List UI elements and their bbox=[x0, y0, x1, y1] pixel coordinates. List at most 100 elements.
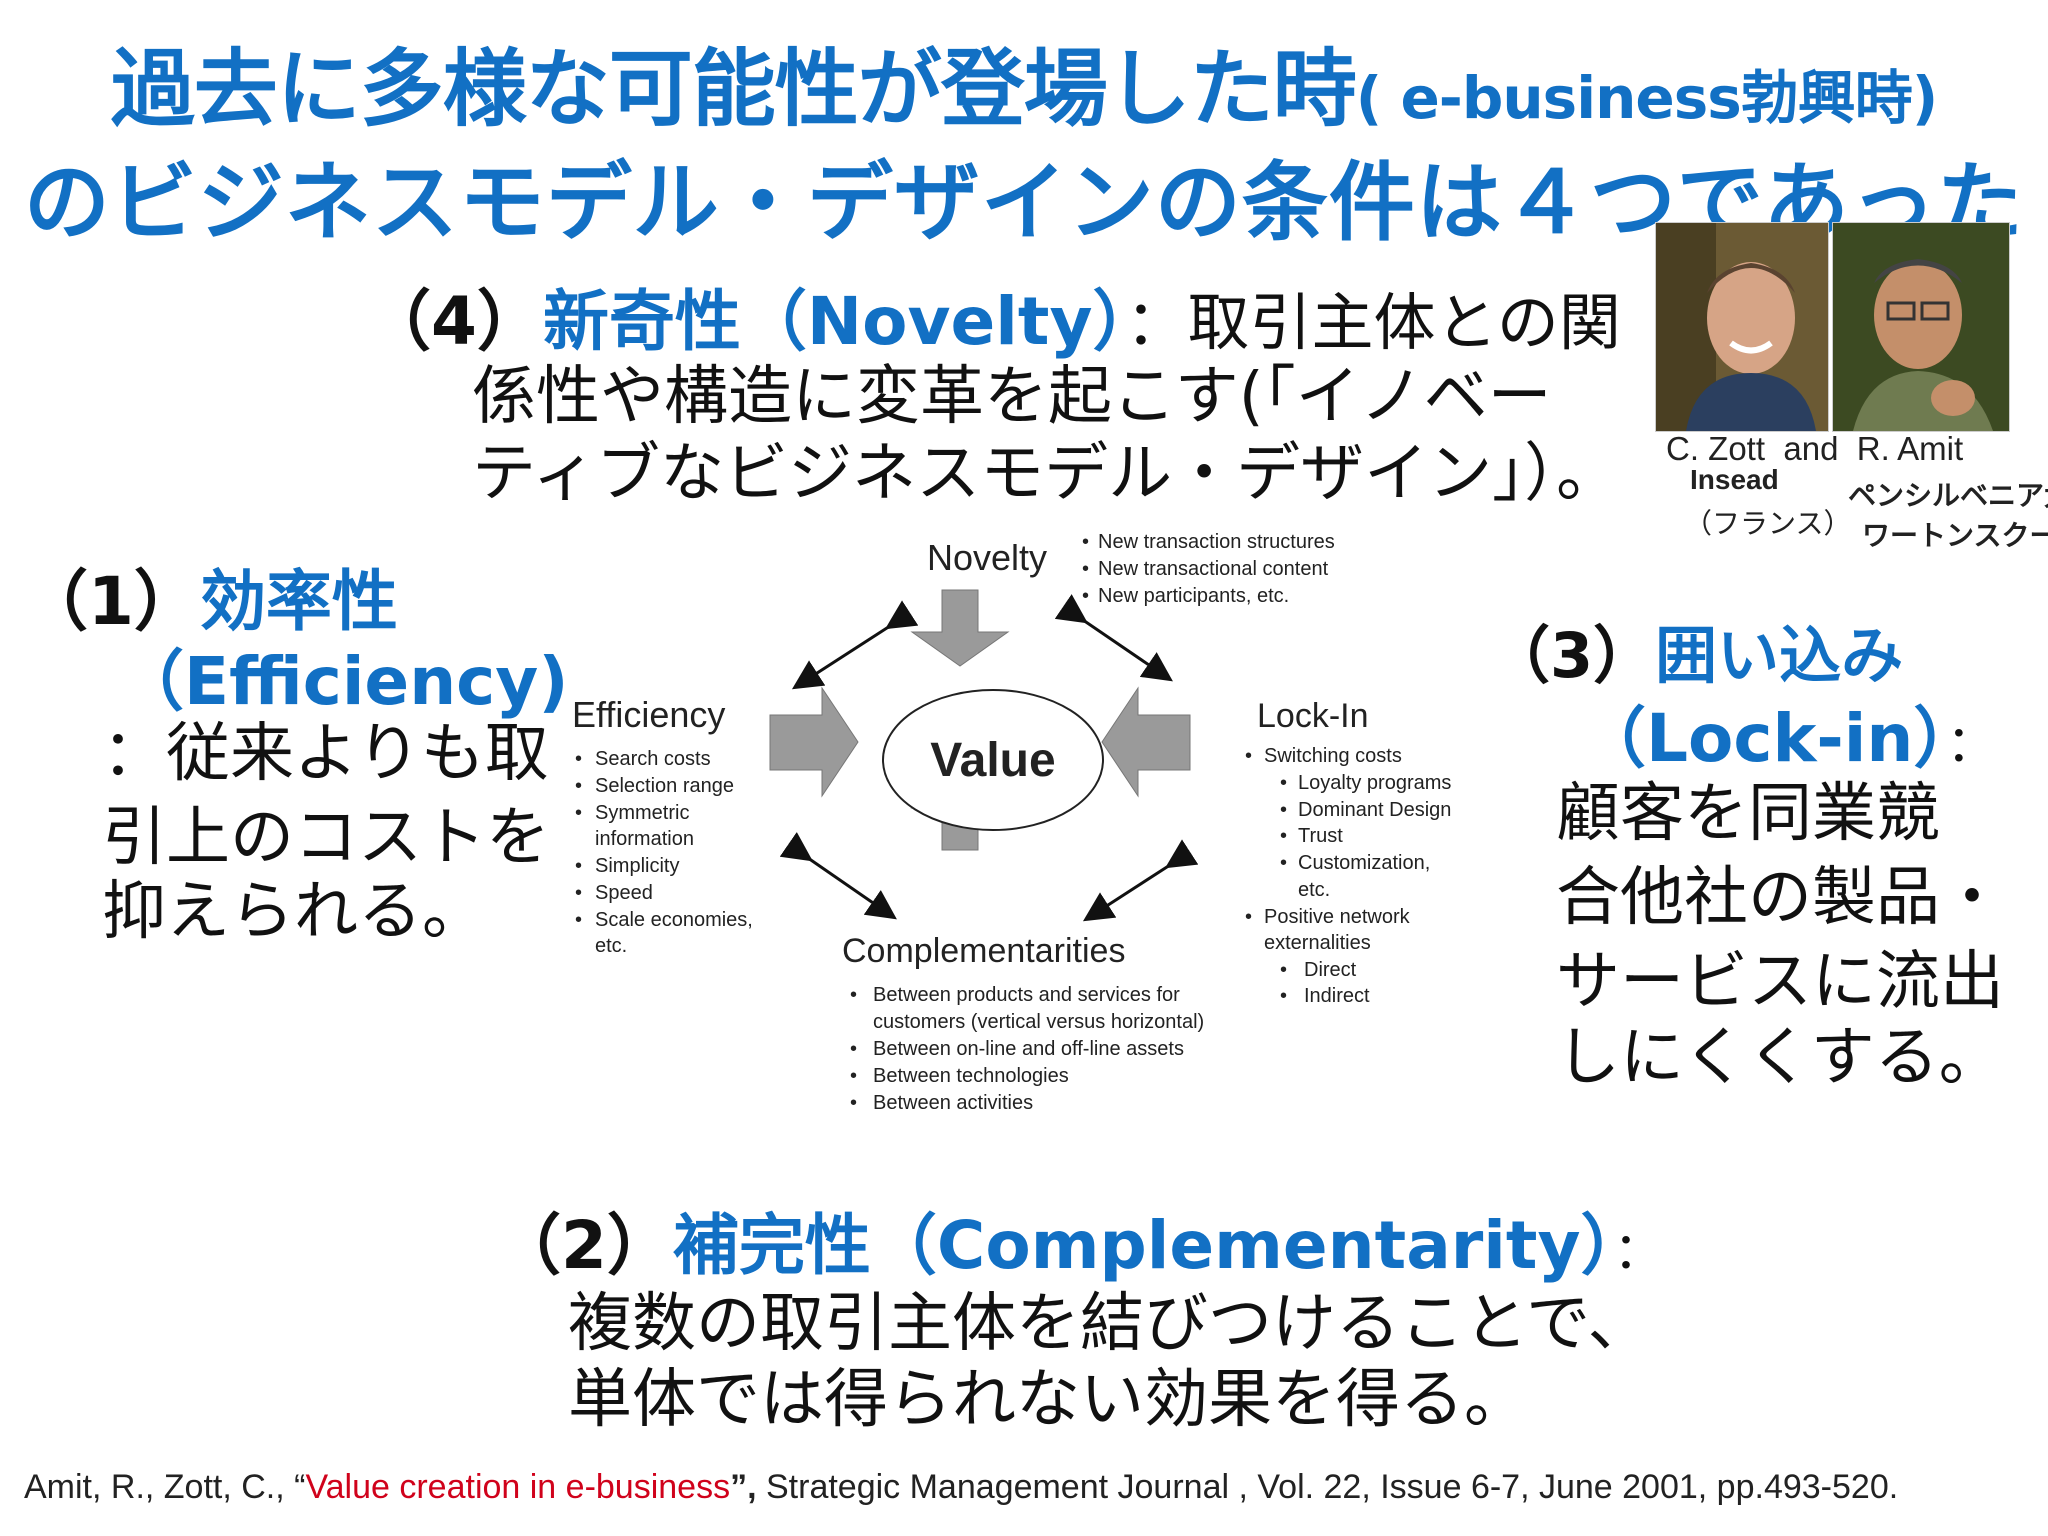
bullet: • bbox=[575, 748, 582, 770]
diagram-novelty-item: New participants, etc. bbox=[1098, 585, 1289, 607]
diagram-efficiency-title: Efficiency bbox=[572, 694, 725, 735]
lockin-name: 囲い込み bbox=[1655, 619, 1904, 692]
complementarity-desc-line1: 複数の取引主体を結びつけることで、 bbox=[568, 1287, 1652, 1361]
bullet: • bbox=[575, 855, 582, 877]
diagram-lockin-item: Customization, bbox=[1298, 852, 1430, 874]
diagram-lockin-item: etc. bbox=[1298, 879, 1330, 901]
complementarity-name: 補完性（Complementarity） bbox=[672, 1207, 1614, 1284]
bullet: • bbox=[1280, 825, 1287, 847]
diagram-efficiency-item: information bbox=[595, 828, 694, 850]
efficiency-desc-line2: 引上のコストを bbox=[102, 801, 550, 875]
zott-institution: Insead bbox=[1690, 464, 1779, 495]
citation-prefix: Amit, R., Zott, C., “ bbox=[24, 1468, 306, 1506]
diagram-lockin-item: Indirect bbox=[1304, 985, 1370, 1007]
diagram-lockin-item: Trust bbox=[1298, 825, 1343, 847]
lockin-desc-line4: しにくくする。 bbox=[1556, 1021, 2003, 1095]
diagram-lockin-item: Switching costs bbox=[1264, 745, 1402, 767]
bullet: • bbox=[850, 1038, 857, 1060]
bullet: • bbox=[575, 909, 582, 931]
diagram-efficiency-item: Scale economies, bbox=[595, 909, 753, 931]
value-label: Value bbox=[930, 734, 1055, 787]
efficiency-heading: （1）効率性 bbox=[22, 548, 398, 644]
diagram-efficiency-item: Speed bbox=[595, 882, 653, 904]
bullet: • bbox=[1280, 852, 1287, 874]
diagram-novelty-item: New transactional content bbox=[1098, 558, 1329, 580]
bullet: • bbox=[850, 1092, 857, 1114]
lockin-desc-line1: 顧客を同業競 bbox=[1556, 777, 1940, 851]
diagram-novelty-title: Novelty bbox=[927, 537, 1047, 578]
diagram-efficiency-item: Selection range bbox=[595, 775, 734, 797]
citation-title: Value creation in e-business bbox=[305, 1468, 731, 1506]
efficiency-desc-line3: 抑えられる。 bbox=[102, 875, 486, 949]
novelty-name: 新奇性（Novelty） bbox=[542, 283, 1126, 360]
zott-country: （フランス） bbox=[1684, 508, 1852, 539]
bullet: • bbox=[1280, 772, 1287, 794]
efficiency-name: 効率性 bbox=[199, 563, 398, 640]
lockin-name-en-row: （Lock-in）： bbox=[1580, 685, 1996, 781]
diagram-complementarities-item: Between on-line and off-line assets bbox=[873, 1038, 1184, 1060]
diagram-lockin-title: Lock-In bbox=[1257, 697, 1369, 735]
citation-close: ”, bbox=[730, 1468, 757, 1506]
complementarity-desc-line2: 単体では得られない効果を得る。 bbox=[568, 1363, 1528, 1437]
bullet: • bbox=[1245, 745, 1252, 767]
arrow-ne bbox=[1054, 594, 1173, 682]
novelty-number: （4） bbox=[365, 283, 543, 360]
bullet: • bbox=[850, 984, 857, 1006]
bullet: • bbox=[1280, 959, 1287, 981]
lockin-heading: （3）囲い込み bbox=[1488, 605, 1903, 695]
author-names: C. Zott and R. Amit bbox=[1666, 430, 1963, 468]
title-main: 過去に多様な可能性が登場した時 bbox=[110, 40, 1357, 138]
value-ellipse bbox=[882, 689, 1104, 831]
bullet: • bbox=[1280, 985, 1287, 1007]
diagram-lockin-item: externalities bbox=[1264, 932, 1371, 954]
bullet: • bbox=[575, 775, 582, 797]
diagram-efficiency-item: Symmetric bbox=[595, 802, 689, 824]
bullet: • bbox=[850, 1065, 857, 1087]
diagram-lockin-item: Dominant Design bbox=[1298, 799, 1451, 821]
diagram-complementarities-item: customers (vertical versus horizontal) bbox=[873, 1011, 1204, 1033]
efficiency-name-en: （Efficiency) bbox=[118, 643, 569, 720]
amit-photo bbox=[1832, 222, 2010, 432]
citation-rest: Strategic Management Journal , Vol. 22, … bbox=[756, 1468, 1899, 1506]
bullet: • bbox=[1082, 558, 1089, 580]
lockin-colon: ： bbox=[1946, 715, 1997, 773]
lockin-name-en: （Lock-in） bbox=[1580, 700, 1947, 777]
amit-name: R. Amit bbox=[1856, 430, 1964, 467]
bullet: • bbox=[575, 802, 582, 824]
title-paren: ( e-business勃興時) bbox=[1355, 64, 1939, 132]
diagram-complementarities-item: Between products and services for bbox=[873, 984, 1180, 1006]
novelty-desc-line2: ティブなビジネスモデル・デザイン」）。 bbox=[472, 437, 1621, 511]
and-label: and bbox=[1783, 430, 1839, 467]
lockin-desc-line2: 合他社の製品・ bbox=[1556, 861, 2004, 935]
efficiency-desc-line1: ：従来よりも取 bbox=[102, 717, 549, 791]
complementarity-number: （2） bbox=[495, 1207, 673, 1284]
citation: Amit, R., Zott, C., “Value creation in e… bbox=[24, 1468, 1898, 1507]
bullet: • bbox=[1082, 585, 1089, 607]
diagram-novelty-item: New transaction structures bbox=[1098, 531, 1335, 553]
diagram-efficiency-item: Search costs bbox=[595, 748, 711, 770]
arrow-sw bbox=[779, 832, 897, 920]
diagram-complementarities-item: Between technologies bbox=[873, 1065, 1069, 1087]
bullet: • bbox=[1280, 799, 1287, 821]
novelty-block-arrow bbox=[910, 589, 1010, 667]
novelty-heading: （4）新奇性（Novelty）：取引主体との関 bbox=[365, 268, 1621, 364]
diagram-lockin-item: Positive network bbox=[1264, 906, 1411, 928]
value-creation-diagram: Value Novelty New transaction structures… bbox=[572, 531, 1451, 1114]
arrow-nw bbox=[791, 600, 919, 690]
diagram-efficiency-item: etc. bbox=[595, 935, 627, 957]
novelty-desc-start: ：取引主体との関 bbox=[1125, 286, 1621, 359]
efficiency-number: （1） bbox=[22, 563, 200, 640]
diagram-complementarities-title: Complementarities bbox=[842, 932, 1125, 970]
diagram-efficiency-item: Simplicity bbox=[595, 855, 679, 877]
novelty-desc-line1: 係性や構造に変革を起こす(「イノベー bbox=[472, 360, 1552, 434]
bullet: • bbox=[1245, 906, 1252, 928]
complementarity-colon: ： bbox=[1613, 1222, 1664, 1280]
diagram-lockin-item: Direct bbox=[1304, 959, 1357, 981]
diagram-lockin-item: Loyalty programs bbox=[1298, 772, 1451, 794]
diagram-complementarities-item: Between activities bbox=[873, 1092, 1033, 1114]
bullet: • bbox=[1082, 531, 1089, 553]
zott-name: C. Zott bbox=[1666, 430, 1766, 467]
efficiency-block-arrow bbox=[769, 686, 859, 798]
amit-institution-line1: ペンシルベニア大 bbox=[1848, 480, 2048, 511]
amit-institution-line2: ワートンスクール bbox=[1862, 520, 2048, 551]
